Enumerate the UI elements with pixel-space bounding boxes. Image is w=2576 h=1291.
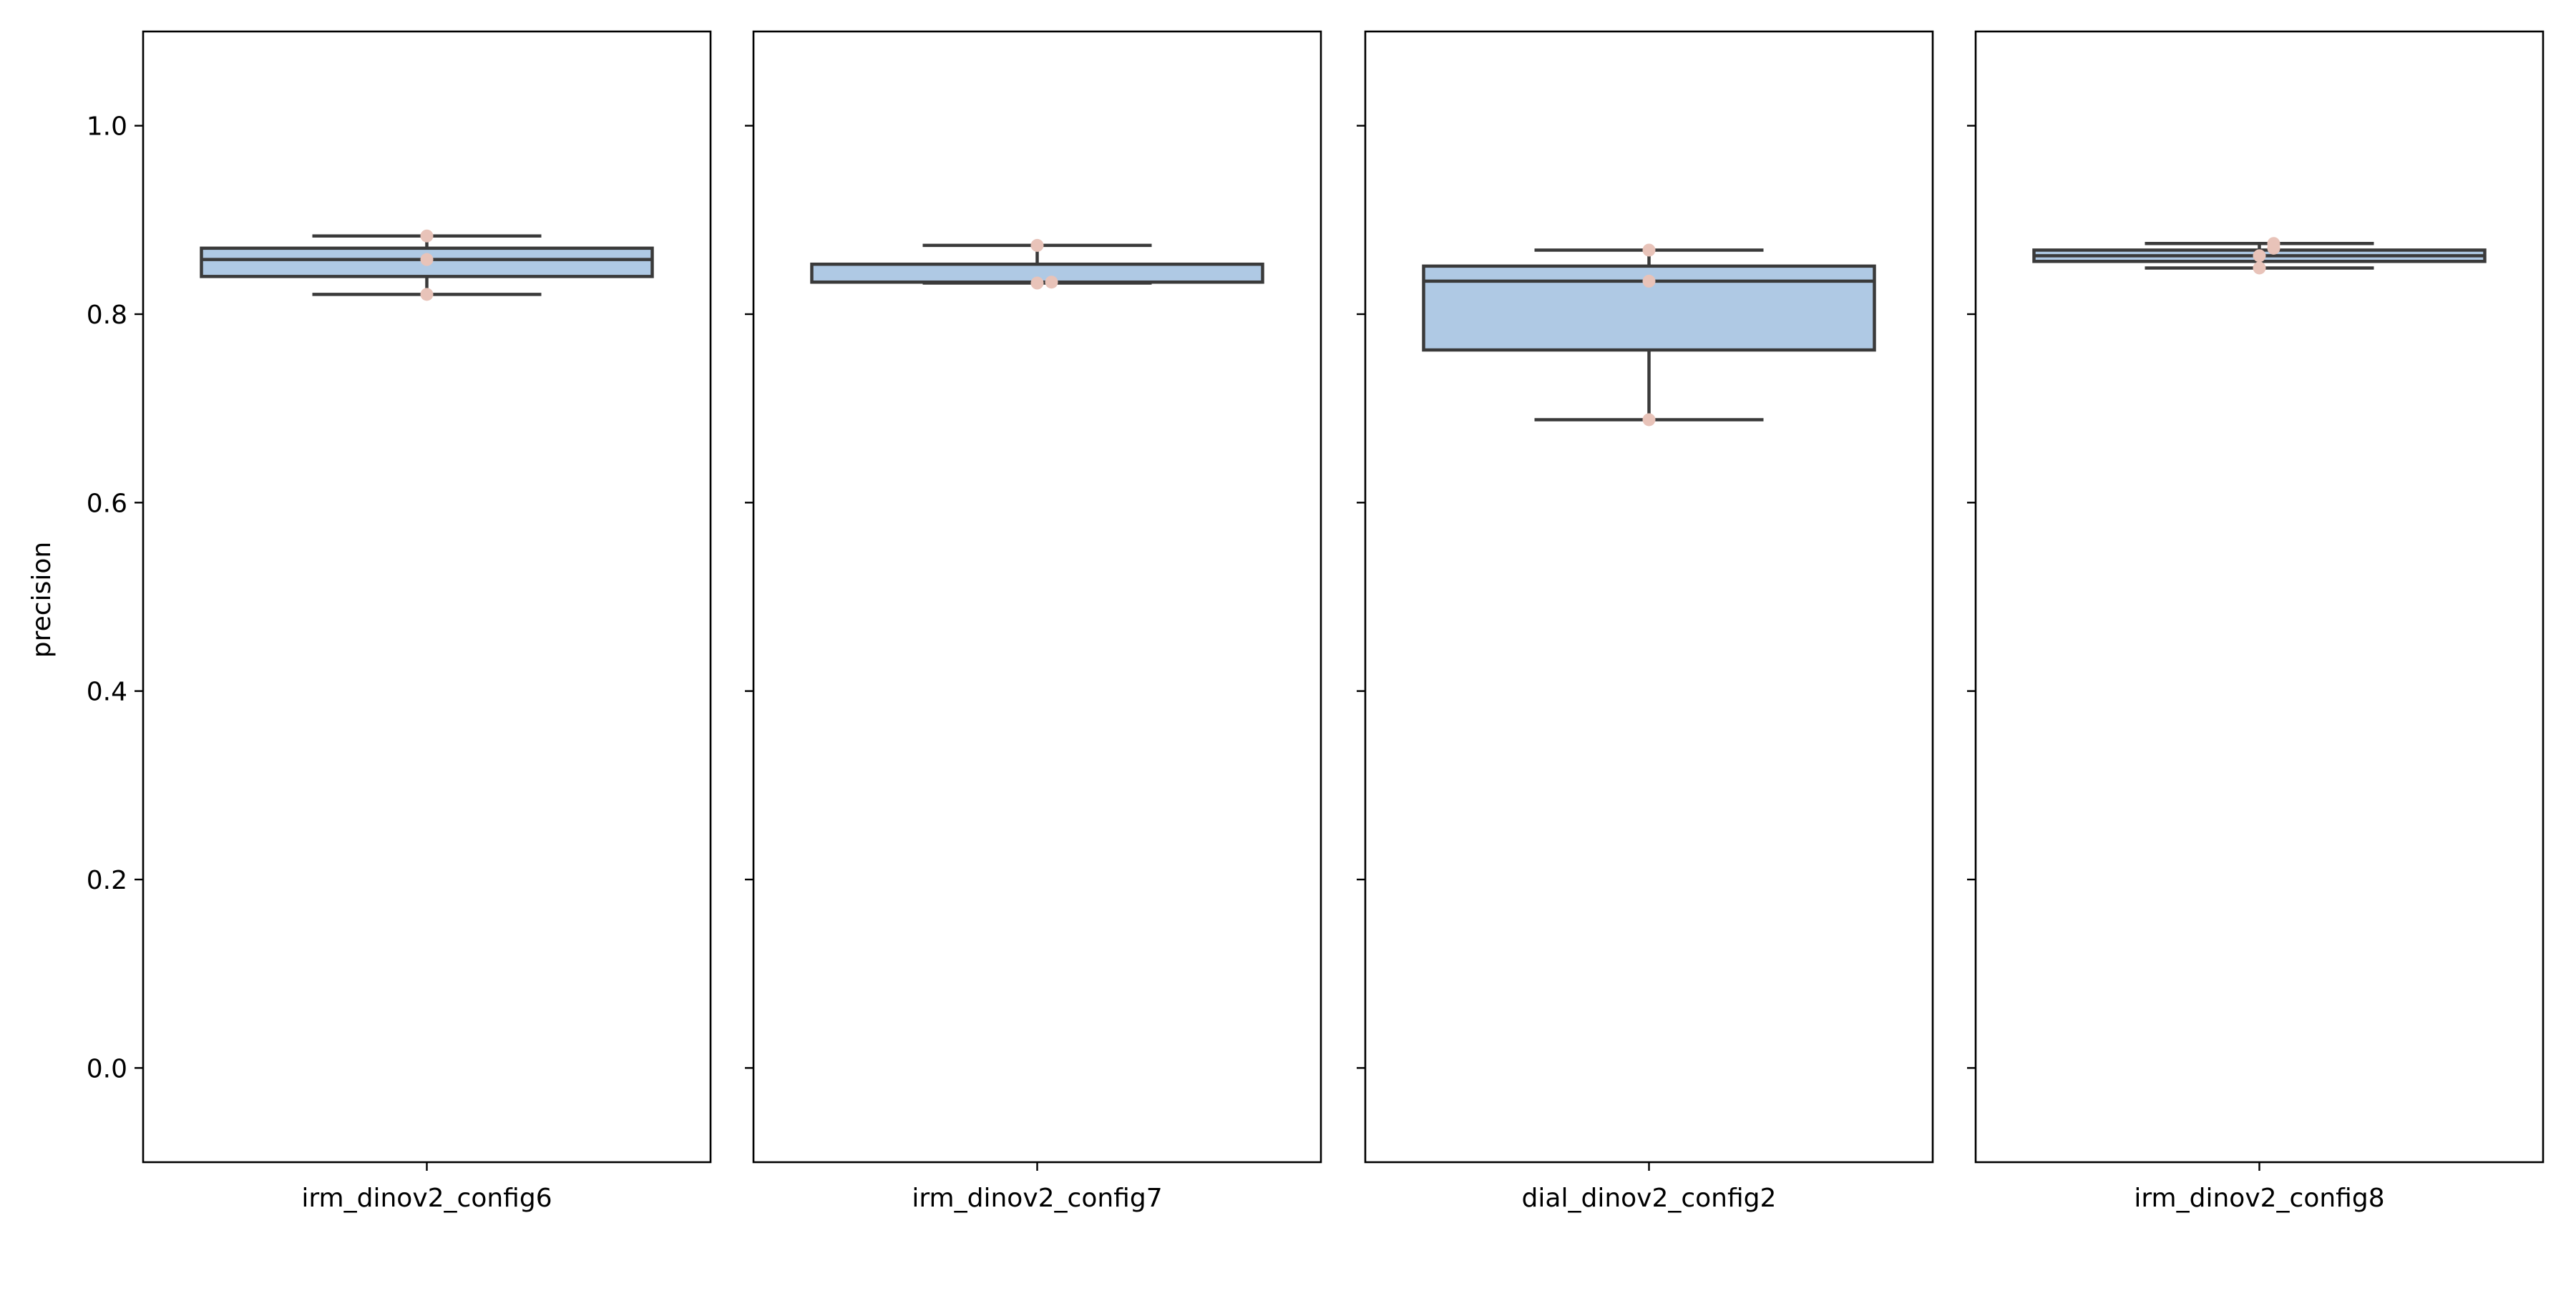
panel-3: dial_dinov2_config2 [1357,30,1934,1213]
data-point [1045,276,1058,289]
y-tick-label: 0.4 [87,678,127,707]
x-tick-label: irm_dinov2_config6 [301,1184,552,1213]
y-tick-label: 1.0 [87,112,127,142]
y-tick-label: 0.2 [87,866,127,895]
y-axis-label: precision [27,542,57,658]
data-point [1642,413,1656,427]
y-tick-label: 0.8 [87,301,127,330]
data-point [1030,276,1044,290]
data-point [1030,238,1044,252]
data-point [1642,243,1656,257]
y-tick-label: 0.0 [87,1054,127,1083]
data-point [2253,261,2266,275]
data-point [2267,237,2280,250]
data-point [420,253,434,266]
panel-2: irm_dinov2_config7 [745,30,1322,1213]
x-tick-label: irm_dinov2_config8 [2134,1184,2384,1213]
panel-4: irm_dinov2_config8 [1967,30,2545,1213]
data-point [420,229,434,243]
x-tick-label: dial_dinov2_config2 [1522,1184,1777,1213]
data-point [2253,249,2266,263]
x-tick-label: irm_dinov2_config7 [912,1184,1162,1213]
panel-1: 0.0 0.2 0.4 0.6 0.8 1.0 irm_dinov2_config6 [87,30,712,1213]
y-tick-label: 0.6 [87,489,127,518]
data-point [420,288,434,301]
data-point [1642,274,1656,288]
